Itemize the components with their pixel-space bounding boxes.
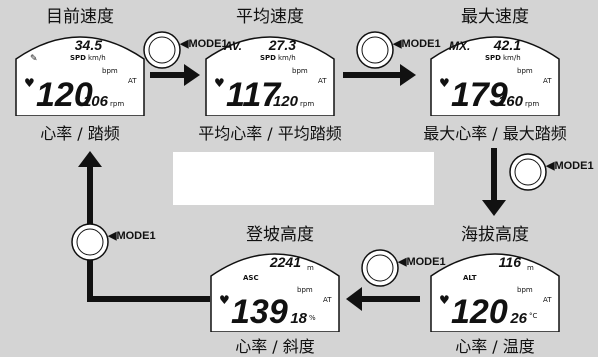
screen-3-title: 最大速度 xyxy=(461,7,529,27)
screen-4-side-unit: °C xyxy=(529,312,538,320)
device-screen-2: AV. 27.3 SPD km/h bpm AT ♥ 117 120 rpm xyxy=(200,23,340,117)
mode1-button-3[interactable]: ◀MODE1 xyxy=(508,152,598,192)
screen-2-top-value: 27.3 xyxy=(268,37,296,53)
screen-3-top-value: 42.1 xyxy=(493,37,521,53)
screen-4-side-value: 26 xyxy=(509,310,527,327)
screen-3-heart-icon: ♥ xyxy=(439,76,450,90)
screen-4-unit-label: ALT xyxy=(463,274,477,282)
screen-5-at-label: AT xyxy=(323,296,332,304)
device-screen-5: 2241 m ASC bpm AT ♥ 139 18 % xyxy=(205,240,345,333)
screen-2-caption: 平均心率 / 平均踏频 xyxy=(198,124,342,143)
screen-3-unit-label: SPD xyxy=(485,54,501,62)
screen-1-caption: 心率 / 踏频 xyxy=(40,124,120,143)
arrow-right-2 xyxy=(343,64,416,86)
screen-4-top-unit: m xyxy=(527,264,534,272)
device-screen-4: 116 m ALT bpm AT ♥ 120 26 °C xyxy=(425,240,565,333)
screen-1-at-label: AT xyxy=(128,77,137,85)
screen-1-top-unit: km/h xyxy=(88,54,106,62)
mode-button-icon xyxy=(143,31,181,69)
device-screen-3: MX. 42.1 SPD km/h bpm AT ♥ 179 160 rpm xyxy=(425,23,565,117)
screen-5-bpm-label: bpm xyxy=(297,286,313,294)
screen-4-main-value: 120 xyxy=(451,293,508,331)
mode1-button-5[interactable]: ◀MODE1 xyxy=(70,222,160,262)
screen-1-top-value: 34.5 xyxy=(75,37,102,53)
mode-button-icon xyxy=(71,223,109,261)
mode-button-icon xyxy=(509,153,547,191)
screen-4-title: 海拔高度 xyxy=(461,225,529,245)
screen-5-top-unit: m xyxy=(307,264,314,272)
screen-2-at-label: AT xyxy=(318,77,327,85)
arrow-left-1 xyxy=(346,287,420,311)
screen-3-side-value: 160 xyxy=(498,93,524,110)
screen-3-side-unit: rpm xyxy=(525,100,539,108)
mode1-label: ◀MODE1 xyxy=(180,38,228,50)
screen-5-top-value: 2241 xyxy=(269,254,301,270)
screen-5-side-value: 18 xyxy=(290,310,307,327)
screen-1-bpm-label: bpm xyxy=(102,67,118,75)
mode1-label: ◀MODE1 xyxy=(398,256,446,268)
mode1-button-4[interactable]: ◀MODE1 xyxy=(360,248,450,288)
screen-3-caption: 最大心率 / 最大踏频 xyxy=(423,124,567,143)
screen-1-side-value: 106 xyxy=(83,93,109,110)
mode1-label: ◀MODE1 xyxy=(393,38,441,50)
screen-1-side-unit: rpm xyxy=(110,100,124,108)
screen-2-bpm-label: bpm xyxy=(292,67,308,75)
arrow-right-1 xyxy=(150,64,200,86)
screen-3-top-prefix: MX. xyxy=(449,39,470,53)
screen-1-main-value: 120 xyxy=(36,76,93,114)
device-screen-1: 34.5 SPD km/h bpm AT ✎ ♥ 120 106 rpm xyxy=(10,23,150,117)
screen-1-unit-label: SPD xyxy=(70,54,86,62)
screen-4-caption: 心率 / 温度 xyxy=(455,337,535,356)
screen-5-unit-label: ASC xyxy=(243,274,259,282)
screen-5-main-value: 139 xyxy=(231,293,288,331)
screen-2-top-unit: km/h xyxy=(278,54,296,62)
mode1-button-1[interactable]: ◀MODE1 xyxy=(142,30,252,70)
screen-5-title: 登坡高度 xyxy=(246,225,314,245)
screen-2-title: 平均速度 xyxy=(236,7,304,27)
screen-4-top-value: 116 xyxy=(499,254,522,270)
screen-4-at-label: AT xyxy=(543,296,552,304)
screen-5-side-unit: % xyxy=(309,314,316,322)
screen-1-heart-icon: ♥ xyxy=(24,76,35,90)
screen-2-unit-label: SPD xyxy=(260,54,276,62)
mode1-label: ◀MODE1 xyxy=(108,230,156,242)
mode-button-icon xyxy=(361,249,399,287)
screen-4-bpm-label: bpm xyxy=(517,286,533,294)
screen-3-top-unit: km/h xyxy=(503,54,521,62)
screen-2-side-unit: rpm xyxy=(300,100,314,108)
screen-5-caption: 心率 / 斜度 xyxy=(235,337,315,356)
screen-1-speed-icon: ✎ xyxy=(30,54,38,64)
screen-3-bpm-label: bpm xyxy=(517,67,533,75)
screen-1-title: 目前速度 xyxy=(46,7,114,27)
screen-4-heart-icon: ♥ xyxy=(439,293,450,307)
screen-2-main-value: 117 xyxy=(226,76,282,114)
screen-2-top-prefix: AV. xyxy=(223,39,242,53)
screen-3-at-label: AT xyxy=(543,77,552,85)
screen-5-heart-icon: ♥ xyxy=(219,293,230,307)
arrow-down-1 xyxy=(482,148,506,216)
mode1-button-2[interactable]: ◀MODE1 xyxy=(355,30,465,70)
screen-2-side-value: 120 xyxy=(273,93,299,110)
mode1-label: ◀MODE1 xyxy=(546,160,594,172)
mode-button-icon xyxy=(356,31,394,69)
screen-2-heart-icon: ♥ xyxy=(214,76,225,90)
blank-panel xyxy=(173,152,434,205)
screen-3-main-value: 179 xyxy=(451,76,508,114)
